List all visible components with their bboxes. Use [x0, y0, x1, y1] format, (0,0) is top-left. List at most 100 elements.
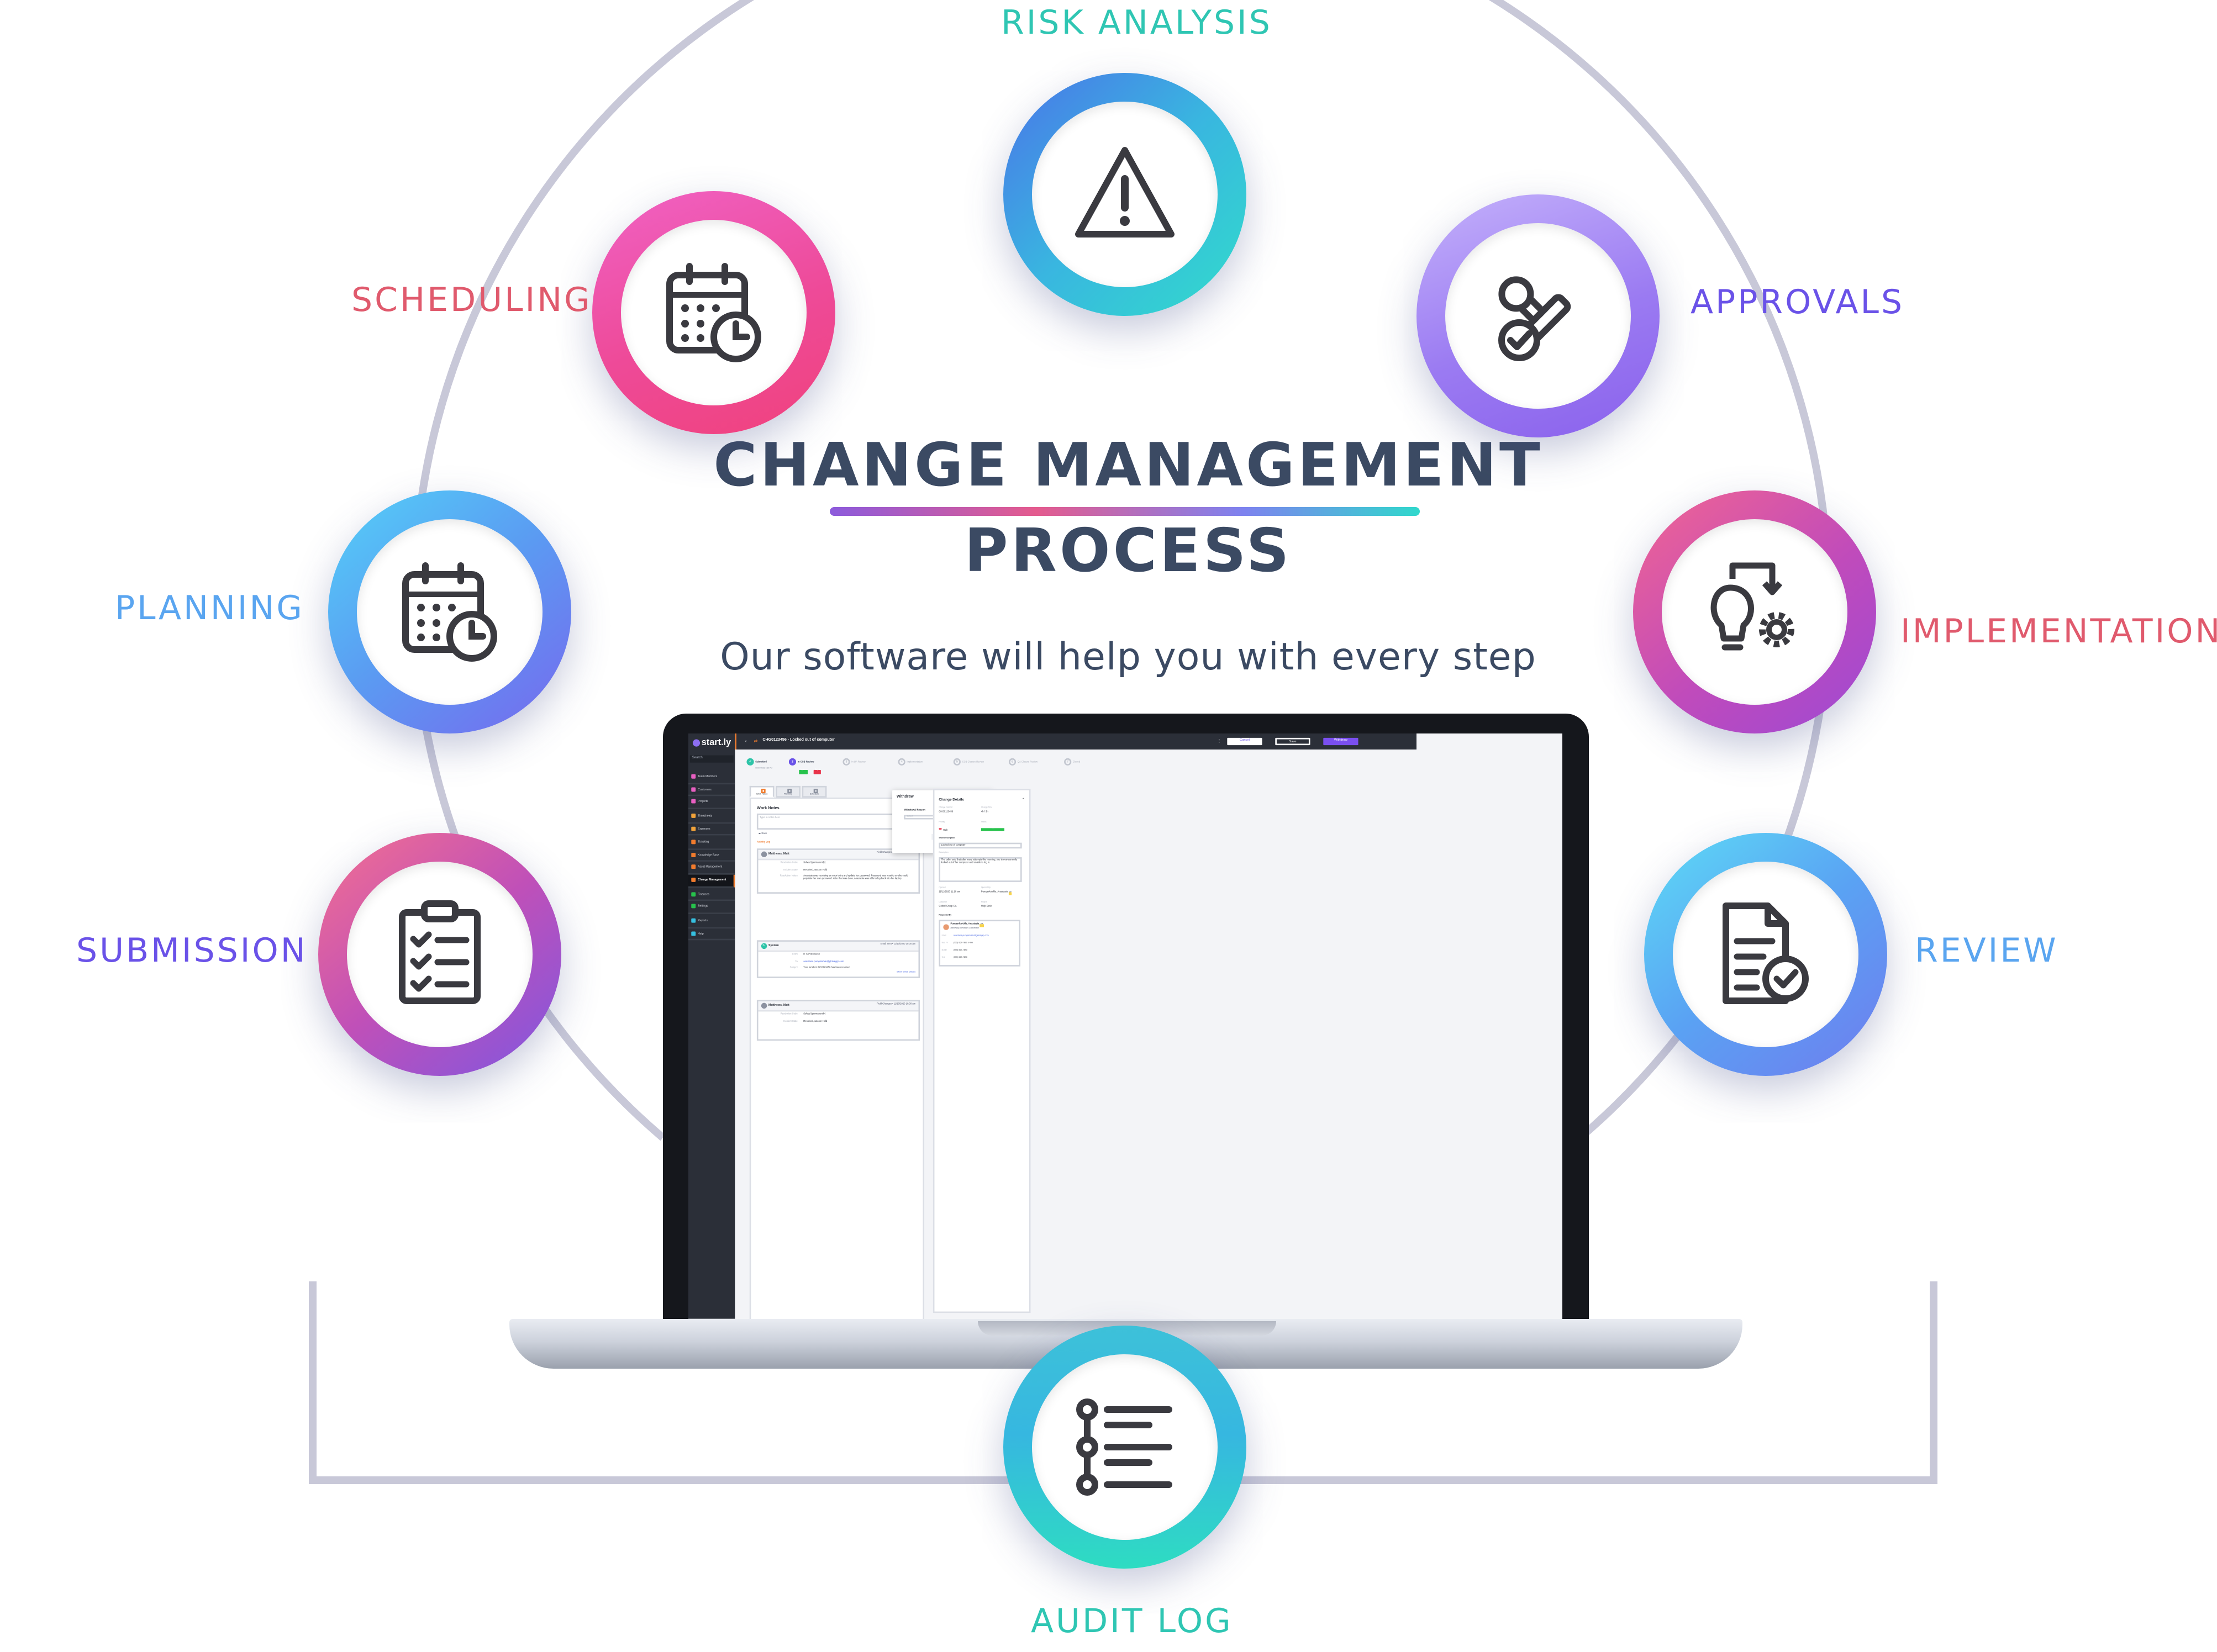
sidebar-item-asset-management[interactable]: Asset Management	[688, 862, 735, 874]
opened-label: Opened	[939, 888, 946, 890]
requester-text: (555) 567-7890	[953, 957, 967, 959]
log-field-label: Resolution Notes	[780, 876, 798, 878]
description-field[interactable]: The caller said that after many attempts…	[939, 857, 1022, 882]
sidebar-item-settings[interactable]: Settings	[688, 901, 735, 914]
opened-by-label: Opened By	[981, 888, 991, 890]
label-audit-log: AUDIT LOG	[1031, 1602, 1233, 1640]
sidebar-item-reports[interactable]: Reports	[688, 916, 735, 928]
step-approvals	[1416, 194, 1660, 437]
sidebar-item-label: Customers	[698, 788, 712, 791]
approval-stamp-icon	[1498, 276, 1571, 361]
cloud-save-icon: ☁	[758, 832, 762, 836]
step-audit-log	[1003, 1326, 1246, 1569]
withdraw-button[interactable]: Withdraw	[1323, 737, 1358, 746]
log-field-value: IT Service Desk	[803, 954, 820, 957]
sidebar-item-label: Change Management	[698, 879, 726, 882]
mobile-label: Mobile	[941, 950, 947, 952]
log-field-label: From	[792, 954, 798, 957]
sidebar-icon	[690, 891, 695, 896]
calendar-clock-icon	[402, 562, 497, 662]
sidebar-item-expenses[interactable]: Expenses	[688, 823, 735, 836]
requester-title: Marketing Operations Coordinator	[950, 927, 980, 930]
document-check-icon	[1723, 902, 1809, 1004]
submitted-date: 09/07/2021 4:30 PM	[755, 767, 773, 769]
back-arrow-icon[interactable]: ‹	[745, 737, 747, 744]
sidebar-item-label: Finances	[698, 893, 709, 896]
label-review: REVIEW	[1915, 931, 2058, 970]
timeline-list-icon	[1076, 1398, 1172, 1496]
bus-phone-label: Bus. Ph	[941, 943, 948, 945]
customer-value: Global Group Co.	[939, 906, 957, 909]
project-value: Help Desk	[981, 906, 992, 909]
log-field-value[interactable]: anastasia.pumpknickle@globalgrp.com	[803, 961, 844, 963]
avatar	[760, 852, 767, 858]
save-button[interactable]: Save	[1275, 737, 1310, 746]
sidebar-item-knowledge-base[interactable]: Knowledge Base	[688, 849, 735, 862]
chevron-up-icon[interactable]: ⌃	[1021, 796, 1025, 801]
logo-icon	[692, 739, 701, 747]
sidebar-item-customers[interactable]: Customers	[688, 784, 735, 796]
more-menu-icon[interactable]: ⋮	[1217, 737, 1221, 744]
sidebar-item-projects[interactable]: Projects	[688, 796, 735, 809]
sidebar-item-finances[interactable]: Finances	[688, 889, 735, 901]
project-label: Project	[981, 902, 987, 904]
sidebar-icon	[690, 787, 695, 791]
customer-label: Customer	[939, 902, 947, 904]
label-scheduling: SCHEDULING	[351, 281, 592, 319]
sidebar-icon	[690, 774, 695, 779]
reject-button[interactable]: Reject	[813, 769, 821, 774]
sidebar-item-label: Settings	[698, 905, 708, 909]
tab-planning[interactable]: Planning	[776, 785, 801, 798]
short-description-field[interactable]: Locked out of computer	[939, 842, 1022, 849]
schedule-icon	[813, 789, 818, 793]
work-notes-save-button[interactable]: ☁ Save	[758, 832, 767, 836]
log-field-value: Solved (permanently)	[803, 1014, 826, 1016]
sidebar-item-label: Projects	[698, 800, 708, 804]
sidebar-item-help[interactable]: Help	[688, 928, 735, 941]
sidebar-item-change-management[interactable]: Change Management	[688, 874, 735, 888]
log-field-row: Resolution Code Solved (permanently)	[759, 1015, 919, 1021]
sidebar-item-timesheets[interactable]: Timesheets	[688, 811, 735, 824]
label-approvals: APPROVALS	[1691, 283, 1905, 321]
log-field-row: Resolution Code Solved (permanently)	[759, 863, 919, 870]
requester-email[interactable]: anastasia.pumpknickle@globalgrp.com	[953, 935, 989, 937]
log-author: Matthews, Matt	[768, 1004, 789, 1007]
priority-dot-icon	[939, 827, 942, 830]
requester-mobile: (555) 567-7890	[953, 949, 967, 952]
log-field-value: Anastasia was receiving an error to try …	[803, 876, 908, 881]
tab-schedule[interactable]: Schedule	[802, 785, 827, 798]
show-email-details-link[interactable]: Show Email Details	[897, 972, 916, 974]
requester-bus-phone: (555) 567-7890 x 456	[953, 942, 973, 944]
description-label: Description	[939, 853, 949, 854]
text-label: Text	[941, 957, 945, 959]
sidebar-icon	[690, 878, 695, 883]
approve-button[interactable]: Approve	[799, 769, 809, 774]
dialog-title: Withdraw	[896, 794, 914, 799]
log-field-label: Resolution Code	[780, 1014, 798, 1016]
sidebar-icon	[690, 865, 695, 869]
sidebar-icon	[690, 904, 695, 909]
log-field-label: Resolution Code	[780, 863, 798, 865]
avatar: S	[760, 943, 767, 950]
activity-log-heading: Activity Log	[756, 842, 770, 845]
tab-work-notes[interactable]: Work Notes	[749, 785, 775, 798]
sidebar-item-label: Reports	[698, 920, 708, 923]
sidebar-search-input[interactable]: Search	[689, 755, 734, 763]
sidebar-item-ticketing[interactable]: Ticketing	[688, 837, 735, 849]
page-title: CHANGE MANAGEMENT	[713, 431, 1543, 500]
change-details-panel: Change Details ⌃ Change Number CHG012345…	[933, 789, 1031, 1313]
step-submitted: ✓Submitted	[746, 758, 767, 766]
warning-triangle-icon	[1075, 147, 1175, 237]
sidebar-item-label: Ticketing	[698, 841, 709, 845]
log-field-value: Solved (permanently)	[803, 863, 826, 865]
sidebar-item-team-members[interactable]: Team Members	[688, 772, 735, 784]
cancel-button[interactable]: Cancel	[1227, 737, 1262, 746]
